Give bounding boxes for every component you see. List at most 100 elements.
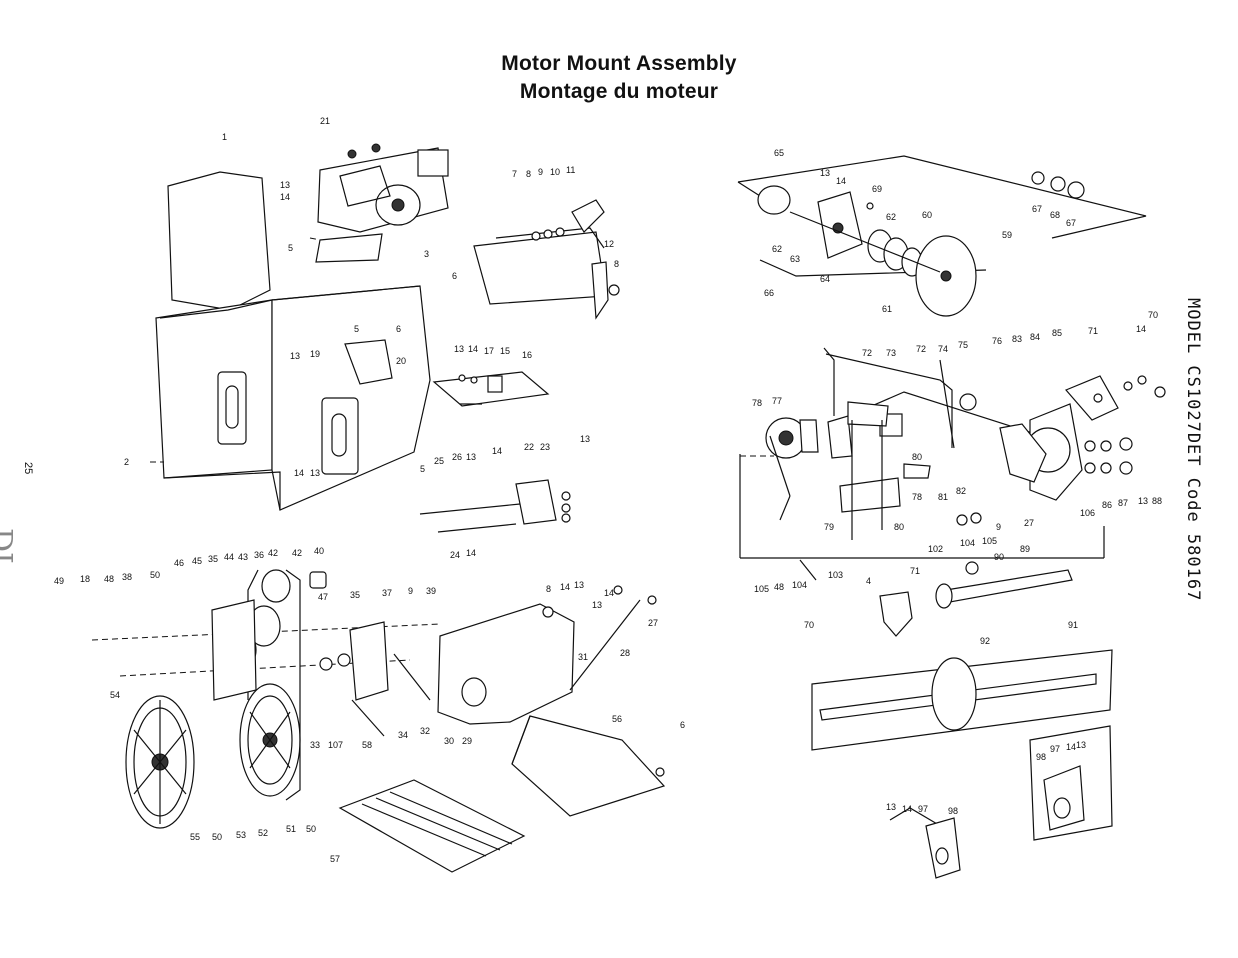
callout-c137: 92: [980, 636, 990, 646]
callout-c145: 98: [948, 806, 958, 816]
callout-c42: 50: [150, 570, 160, 580]
callout-c47: 43: [238, 552, 248, 562]
callout-c143: 14: [902, 804, 912, 814]
callout-c116: 82: [956, 486, 966, 496]
callout-c10: 21: [320, 116, 330, 126]
callout-c91: 66: [764, 288, 774, 298]
callout-c56: 39: [426, 586, 436, 596]
callout-c129: 103: [828, 570, 843, 580]
callout-c23: 8: [614, 259, 619, 269]
callout-c51: 40: [314, 546, 324, 556]
callout-c140: 14: [1066, 742, 1076, 752]
callout-c111: 80: [912, 452, 922, 462]
callout-c93: 59: [1002, 230, 1012, 240]
callout-c57: 8: [546, 584, 551, 594]
callout-c79: 56: [612, 714, 622, 724]
callout-c75: 53: [236, 830, 246, 840]
callout-c98: 73: [886, 348, 896, 358]
callout-c22: 12: [604, 239, 614, 249]
callout-c33: 22: [524, 442, 534, 452]
callout-c40: 48: [104, 574, 114, 584]
callout-c37: 14: [466, 548, 476, 558]
callout-c82: 65: [774, 148, 784, 158]
callout-c123: 88: [1152, 496, 1162, 506]
callout-c35: 13: [580, 434, 590, 444]
callout-c7: 6: [396, 324, 401, 334]
callout-c126: 105: [982, 536, 997, 546]
callout-c135: 70: [804, 620, 814, 630]
callout-c64: 31: [578, 652, 588, 662]
callout-c120: 86: [1102, 500, 1112, 510]
callout-c58: 14: [560, 582, 570, 592]
callout-c8: 13: [280, 180, 290, 190]
callout-c118: 27: [1024, 518, 1034, 528]
callout-c113: 80: [894, 522, 904, 532]
callout-c27: 15: [500, 346, 510, 356]
callout-c95: 68: [1050, 210, 1060, 220]
callout-c131: 48: [774, 582, 784, 592]
callout-c3: 3: [424, 249, 429, 259]
callout-c55: 9: [408, 586, 413, 596]
callout-c31: 13: [466, 452, 476, 462]
friction-wheel-assembly: [737, 155, 1147, 317]
callout-c15: 14: [294, 468, 304, 478]
callout-c108: 70: [1148, 310, 1158, 320]
callout-c127: 89: [1020, 544, 1030, 554]
callout-c46: 44: [224, 552, 234, 562]
callout-c133: 4: [866, 576, 871, 586]
callout-c50: 42: [292, 548, 302, 558]
callout-c138: 98: [1036, 752, 1046, 762]
callout-c12: 19: [310, 349, 320, 359]
callout-c49: 42: [268, 548, 278, 558]
callout-c107: 14: [1136, 324, 1146, 334]
shift-linkage-assembly: [740, 347, 1166, 540]
callout-c63: 28: [620, 648, 630, 658]
callout-c62: 27: [648, 618, 658, 628]
callout-c25: 14: [468, 344, 478, 354]
callout-c39: 18: [80, 574, 90, 584]
callout-c72: 29: [462, 736, 472, 746]
callout-c34: 23: [540, 442, 550, 452]
callout-c130: 105: [754, 584, 769, 594]
callout-c52: 47: [318, 592, 328, 602]
belt-cover: [437, 585, 657, 725]
callout-c36: 24: [450, 550, 460, 560]
callout-c125: 104: [960, 538, 975, 548]
callout-c142: 13: [886, 802, 896, 812]
auger-housing: [150, 171, 431, 511]
callout-c97: 72: [862, 348, 872, 358]
callout-c54: 37: [382, 588, 392, 598]
pulley-drive-assembly: [91, 569, 441, 829]
callout-c86: 62: [772, 244, 782, 254]
callout-c69: 34: [398, 730, 408, 740]
callout-c13: 20: [396, 356, 406, 366]
callout-c96: 67: [1066, 218, 1076, 228]
callout-c61: 14: [604, 588, 614, 598]
callout-c136: 91: [1068, 620, 1078, 630]
callout-c30: 26: [452, 452, 462, 462]
callout-c87: 60: [922, 210, 932, 220]
callout-c100: 74: [938, 344, 948, 354]
callout-c66: 33: [310, 740, 320, 750]
callout-c99: 72: [916, 344, 926, 354]
callout-c43: 46: [174, 558, 184, 568]
callout-c139: 97: [1050, 744, 1060, 754]
callout-c89: 63: [790, 254, 800, 264]
callout-c76: 52: [258, 828, 268, 838]
callout-c117: 9: [996, 522, 1001, 532]
engine-assembly: [309, 143, 449, 263]
callout-c122: 13: [1138, 496, 1148, 506]
callout-c144: 97: [918, 804, 928, 814]
title-english: Motor Mount Assembly: [501, 52, 737, 75]
callout-c1: 1: [222, 132, 227, 142]
callout-c53: 35: [350, 590, 360, 600]
callout-c4: 5: [288, 243, 293, 253]
callout-c73: 55: [190, 832, 200, 842]
callout-c128: 90: [994, 552, 1004, 562]
callout-c94: 67: [1032, 204, 1042, 214]
callout-c17: 7: [512, 169, 517, 179]
title-french: Montage du moteur: [519, 80, 719, 103]
callout-c110: 77: [772, 396, 782, 406]
